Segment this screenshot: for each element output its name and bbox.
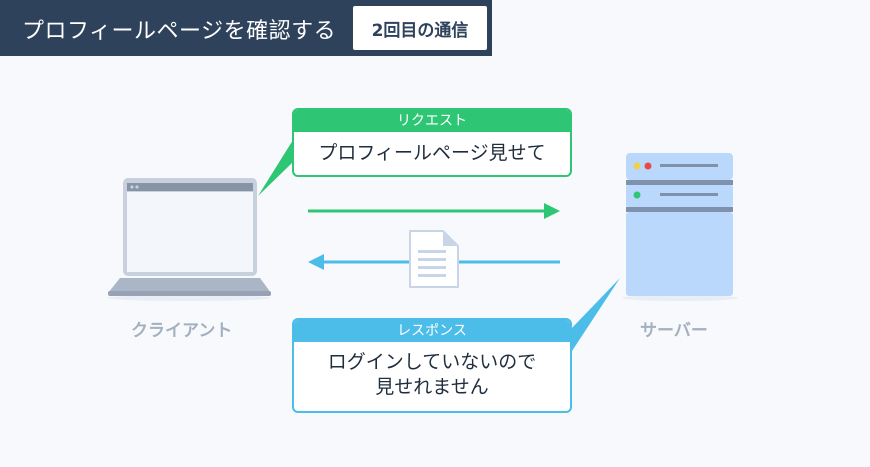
page-title: プロフィールページを確認する (22, 19, 337, 44)
header-bar: プロフィールページを確認する 2回目の通信 (0, 0, 492, 56)
server-label: サーバー (640, 321, 708, 341)
request-caption: リクエスト (294, 110, 570, 132)
response-message-line-2: 見せれません (375, 376, 489, 398)
step-badge-label: 2回目の通信 (371, 20, 469, 41)
request-message: プロフィールページ見せて (318, 142, 546, 164)
request-callout: リクエスト プロフィールページ見せて (292, 108, 572, 177)
step-badge: 2回目の通信 (353, 6, 487, 50)
response-message-line-1: ログインしていないので (327, 351, 537, 373)
request-callout-pointer (258, 140, 293, 196)
server-icon (622, 153, 738, 301)
client-label: クライアント (131, 321, 233, 341)
response-callout-pointer (570, 278, 620, 354)
document-icon (409, 230, 459, 288)
response-caption: レスポンス (294, 320, 570, 342)
response-message: ログインしていないので 見せれません (294, 342, 570, 400)
response-callout: レスポンス ログインしていないので 見せれません (292, 318, 572, 413)
laptop-icon (107, 178, 271, 301)
request-arrow (308, 203, 560, 219)
